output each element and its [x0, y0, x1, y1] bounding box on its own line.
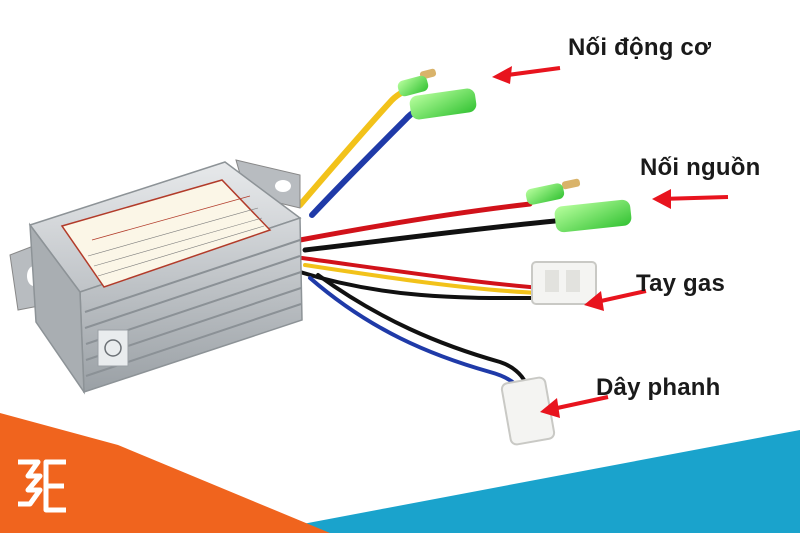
motor-connection-label: Nối động cơ — [568, 34, 712, 61]
red-arrow-icon — [652, 189, 729, 209]
red-arrow-icon — [540, 395, 609, 418]
red-arrow-icon — [492, 66, 561, 84]
brand-logo-icon — [18, 459, 66, 513]
orange-band — [0, 413, 330, 533]
throttle-label: Tay gas — [636, 270, 725, 297]
wire-red-throttle — [300, 256, 542, 290]
wire-yellow-throttle — [303, 263, 542, 295]
blue-band — [255, 430, 800, 533]
wire-red-power — [297, 201, 533, 243]
red-arrow-icon — [584, 289, 647, 311]
brake-wire-label: Dây phanh — [596, 374, 721, 401]
throttle-connector — [531, 261, 597, 305]
wire-black-throttle — [298, 270, 542, 301]
controller-box — [9, 159, 303, 395]
power-connection-label: Nối nguồn — [640, 154, 761, 181]
wire-black-brake — [316, 273, 528, 386]
wire-yellow-motor — [297, 82, 423, 208]
wire-black-power — [302, 217, 568, 253]
wire-blue-brake — [308, 276, 522, 392]
